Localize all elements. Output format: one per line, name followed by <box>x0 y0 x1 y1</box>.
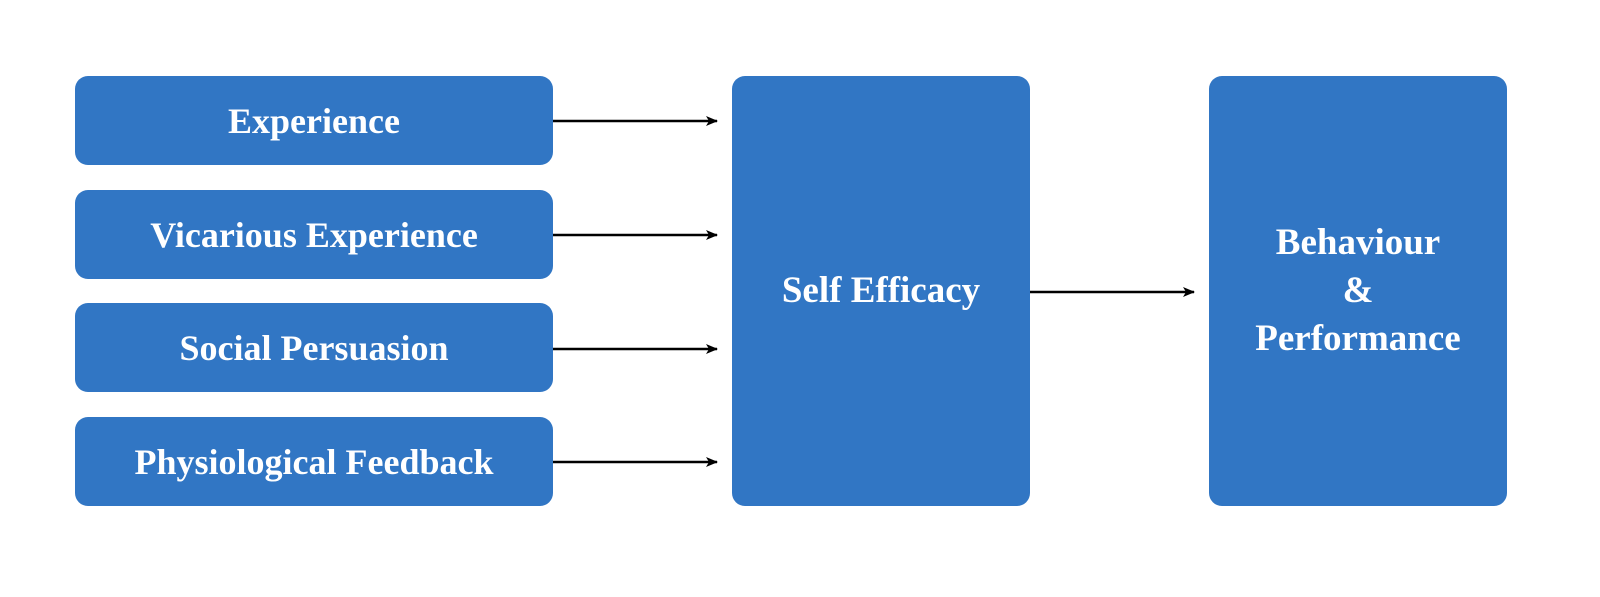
node-label: Vicarious Experience <box>150 214 478 255</box>
node-vicarious-experience: Vicarious Experience <box>75 190 553 279</box>
node-label-line-1: Behaviour <box>1275 222 1441 263</box>
node-self-efficacy: Self Efficacy <box>732 76 1030 506</box>
node-label: Experience <box>228 100 400 141</box>
node-social-persuasion: Social Persuasion <box>75 303 553 392</box>
node-label-line-3: Performance <box>1255 318 1461 359</box>
node-label: Social Persuasion <box>179 327 449 368</box>
node-label-line-2: & <box>1342 270 1374 311</box>
node-behaviour-performance: Behaviour & Performance <box>1209 76 1507 506</box>
node-physiological-feedback: Physiological Feedback <box>75 417 553 506</box>
node-label: Physiological Feedback <box>134 441 494 482</box>
node-label: Self Efficacy <box>781 270 981 311</box>
node-experience: Experience <box>75 76 553 165</box>
